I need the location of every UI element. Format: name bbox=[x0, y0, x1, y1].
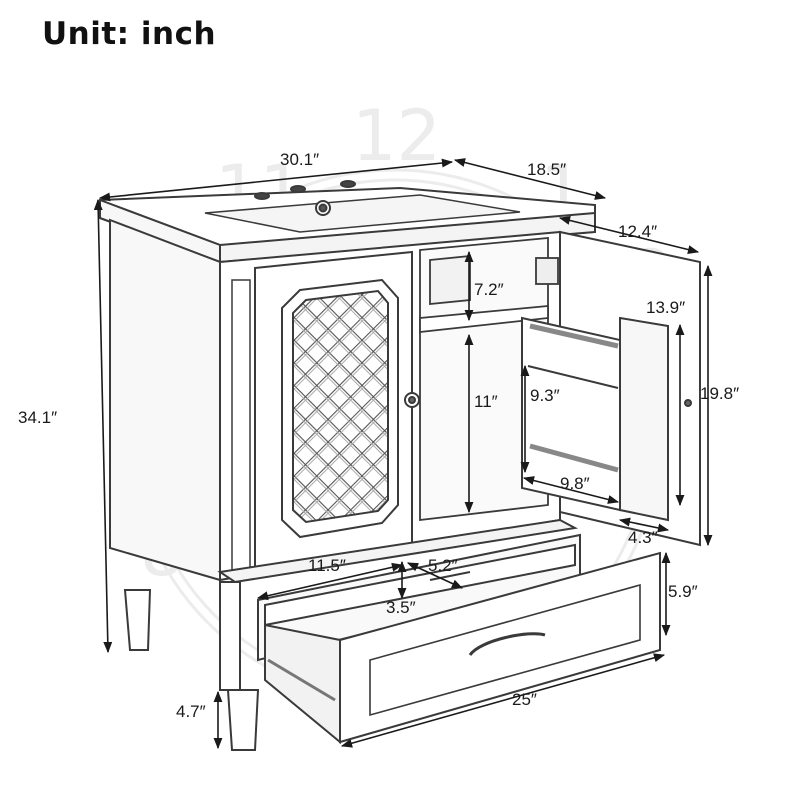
unit-title: Unit: inch bbox=[42, 16, 217, 52]
dim-drawer-width: 25″ bbox=[512, 690, 537, 709]
dimension-lines bbox=[93, 158, 713, 750]
dim-leg-height: 4.7″ bbox=[176, 702, 206, 721]
cabinet-interior bbox=[419, 237, 559, 522]
dim-rack-width: 9.8″ bbox=[560, 474, 590, 493]
dim-drawer-right-width: 5.2″ bbox=[428, 556, 458, 575]
dim-overall-height: 34.1″ bbox=[18, 408, 58, 427]
dim-lower-shelf-gap: 11″ bbox=[474, 392, 498, 411]
dim-drawer-divider-height: 3.5″ bbox=[386, 598, 416, 617]
dim-drawer-height: 5.9″ bbox=[668, 582, 698, 601]
dim-rack-shelf-height: 9.3″ bbox=[530, 386, 560, 405]
dim-door-rack-height: 13.9″ bbox=[646, 298, 686, 317]
dim-drawer-left-width: 11.5″ bbox=[308, 556, 346, 575]
dim-rack-depth: 4.3″ bbox=[628, 528, 658, 547]
dim-top-width: 30.1″ bbox=[280, 150, 320, 169]
right-door bbox=[521, 230, 701, 547]
dim-door-width: 12.4″ bbox=[618, 222, 658, 241]
dim-top-depth: 18.5″ bbox=[527, 160, 567, 179]
dim-upper-shelf-gap: 7.2″ bbox=[474, 280, 504, 299]
left-door bbox=[254, 250, 420, 577]
dim-door-height: 19.8″ bbox=[700, 384, 740, 403]
legs bbox=[123, 589, 260, 751]
